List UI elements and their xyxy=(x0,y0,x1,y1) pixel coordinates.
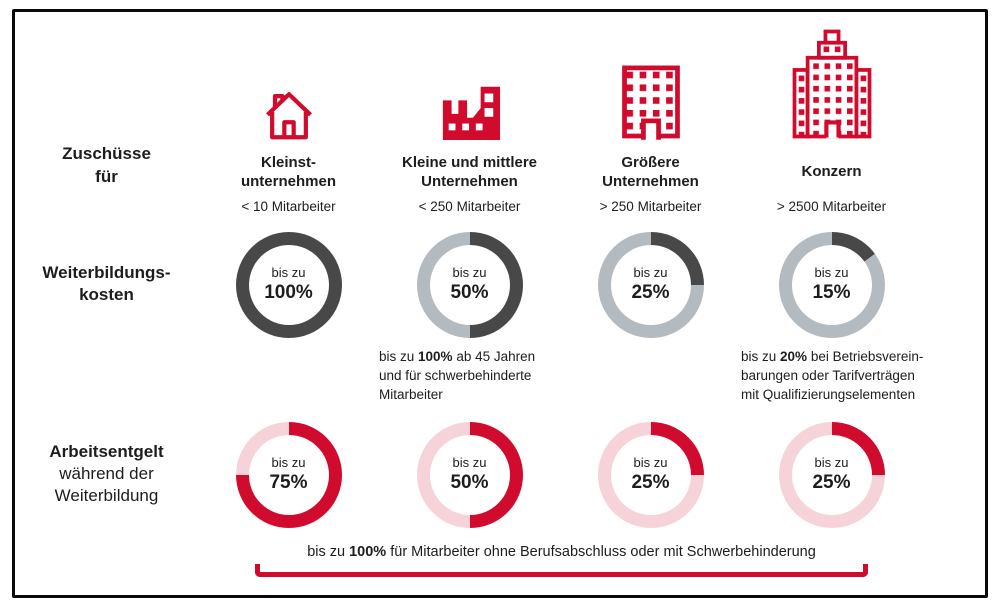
donut-arbeitsentgelt-kmu: bis zu 50% xyxy=(416,422,523,528)
column-subtitle: > 2500 Mitarbeiter xyxy=(776,199,887,214)
layout-grid: Zuschüsse für Kleinst- unternehmen < 10 … xyxy=(15,12,985,595)
column-subtitle: > 250 Mitarbeiter xyxy=(599,199,702,214)
row-label-weiterbildungskosten: Weiterbildungs- kosten xyxy=(42,262,171,304)
donut-hole xyxy=(791,245,872,325)
note-kmu-45-jahre: bis zu 100% ab 45 Jahren und für schwerb… xyxy=(379,349,536,402)
donut-arbeitsentgelt-konzern: bis zu 25% xyxy=(778,422,885,528)
zuschuesse-fuer-label: Zuschüsse für xyxy=(62,144,151,187)
donut-weiterbildungskosten-kleinstunternehmen: bis zu 100% xyxy=(235,232,342,338)
footer-note: bis zu 100% für Mitarbeiter ohne Berufsa… xyxy=(307,544,816,560)
office-building-icon xyxy=(616,19,686,141)
column-header-konzern: Konzern > 2500 Mitarbeiter xyxy=(741,12,922,218)
donut-hole xyxy=(248,245,329,325)
column-subtitle: < 250 Mitarbeiter xyxy=(418,199,521,214)
header-row-label: Zuschüsse für xyxy=(15,12,198,218)
house-icon xyxy=(260,19,318,141)
footer-area: bis zu 100% für Mitarbeiter ohne Berufsa… xyxy=(198,532,922,595)
donut-weiterbildungskosten-konzern: bis zu 15% xyxy=(778,232,885,338)
donut-weiterbildungskosten-groessere: bis zu 25% xyxy=(597,232,704,338)
column-subtitle: < 10 Mitarbeiter xyxy=(241,199,336,214)
donut-hole xyxy=(791,435,872,515)
column-title: Kleine und mittlere Unternehmen xyxy=(401,153,538,190)
note-konzern-betriebsvereinbarung: bis zu 20% bei Betriebsverein- barungen … xyxy=(741,349,924,402)
factory-icon xyxy=(438,19,502,141)
skyscraper-icon xyxy=(787,19,877,141)
column-title: Größere Unternehmen xyxy=(602,153,699,190)
donut-arbeitsentgelt-kleinstunternehmen: bis zu 75% xyxy=(235,422,342,528)
border-frame: Zuschüsse für Kleinst- unternehmen < 10 … xyxy=(12,9,988,598)
donut-hole xyxy=(610,435,691,515)
donut-hole xyxy=(429,435,510,515)
donut-hole xyxy=(429,245,510,325)
donut-hole xyxy=(610,245,691,325)
range-bracket xyxy=(255,564,868,577)
column-title: Konzern xyxy=(801,163,862,181)
column-title: Kleinst- unternehmen xyxy=(240,153,336,190)
row-label-arbeitsentgelt: Arbeitsentgelt während der Weiterbildung xyxy=(49,441,164,506)
column-header-kleinstunternehmen: Kleinst- unternehmen < 10 Mitarbeiter xyxy=(198,12,379,218)
donut-weiterbildungskosten-kmu: bis zu 50% xyxy=(416,232,523,338)
column-header-kmu: Kleine und mittlere Unternehmen < 250 Mi… xyxy=(379,12,560,218)
column-header-groessere-unternehmen: Größere Unternehmen > 250 Mitarbeiter xyxy=(560,12,741,218)
donut-arbeitsentgelt-groessere: bis zu 25% xyxy=(597,422,704,528)
donut-hole xyxy=(248,435,329,515)
